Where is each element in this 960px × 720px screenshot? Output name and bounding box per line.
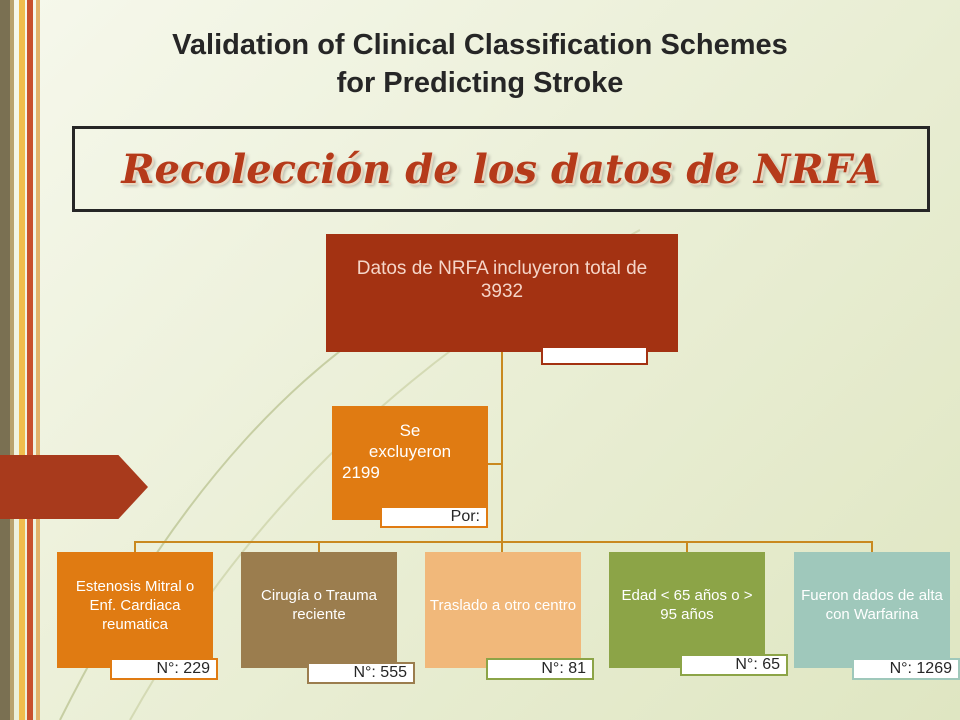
count-tab-transfer: N°: 81 (486, 658, 594, 680)
connector-drop-5 (871, 541, 873, 552)
category-label: Cirugía o Trauma reciente (261, 587, 377, 623)
category-label: Edad < 65 años o > 95 años (621, 587, 753, 623)
count-tab-surgery: N°: 555 (307, 662, 415, 684)
excluded-line-3: 2199 (342, 463, 380, 482)
connector-drop-3 (501, 541, 503, 552)
decor-stripe (36, 0, 40, 720)
category-label: Fueron dados de alta con Warfarina (801, 587, 943, 623)
decor-stripe (27, 0, 33, 720)
excluded-node: Se excluyeron 2199 (332, 406, 488, 520)
subtitle-box: Recolección de los datos de NRFA (72, 126, 930, 212)
connector-horizontal (134, 541, 873, 543)
excluded-line-1: Se (399, 421, 421, 440)
category-node-age: Edad < 65 años o > 95 años (609, 552, 765, 668)
category-label: Estenosis Mitral o Enf. Cardiaca reumati… (75, 577, 195, 633)
connector-drop-2 (318, 541, 320, 552)
decor-stripe (0, 0, 10, 720)
root-node-text: Datos de NRFA incluyeron total de 3932 (356, 258, 648, 302)
category-node-transfer: Traslado a otro centro (425, 552, 581, 668)
excluded-line-2: excluyeron (368, 442, 452, 461)
connector-excluded (488, 463, 502, 465)
excluded-tab: Por: (380, 506, 488, 528)
category-node-warfarin: Fueron dados de alta con Warfarina (794, 552, 950, 668)
page-title: Validation of Clinical Classification Sc… (60, 26, 900, 102)
decor-stripe (19, 0, 25, 720)
connector-drop-1 (134, 541, 136, 552)
root-node-tab (541, 346, 648, 365)
subtitle-text: Recolección de los datos de NRFA (121, 145, 881, 193)
decor-arrow-tab (0, 455, 148, 519)
connector-vertical (501, 352, 503, 542)
count-tab-age: N°: 65 (680, 654, 788, 676)
category-label: Traslado a otro centro (429, 596, 577, 614)
connector-drop-4 (686, 541, 688, 552)
count-tab-mitral: N°: 229 (110, 658, 218, 680)
title-line-2: for Predicting Stroke (336, 67, 624, 99)
category-node-mitral: Estenosis Mitral o Enf. Cardiaca reumati… (57, 552, 213, 668)
count-tab-warfarin: N°: 1269 (852, 658, 960, 680)
decor-stripe (10, 0, 14, 720)
category-node-surgery: Cirugía o Trauma reciente (241, 552, 397, 668)
title-line-1: Validation of Clinical Classification Sc… (172, 29, 788, 61)
root-node: Datos de NRFA incluyeron total de 3932 (326, 234, 678, 352)
